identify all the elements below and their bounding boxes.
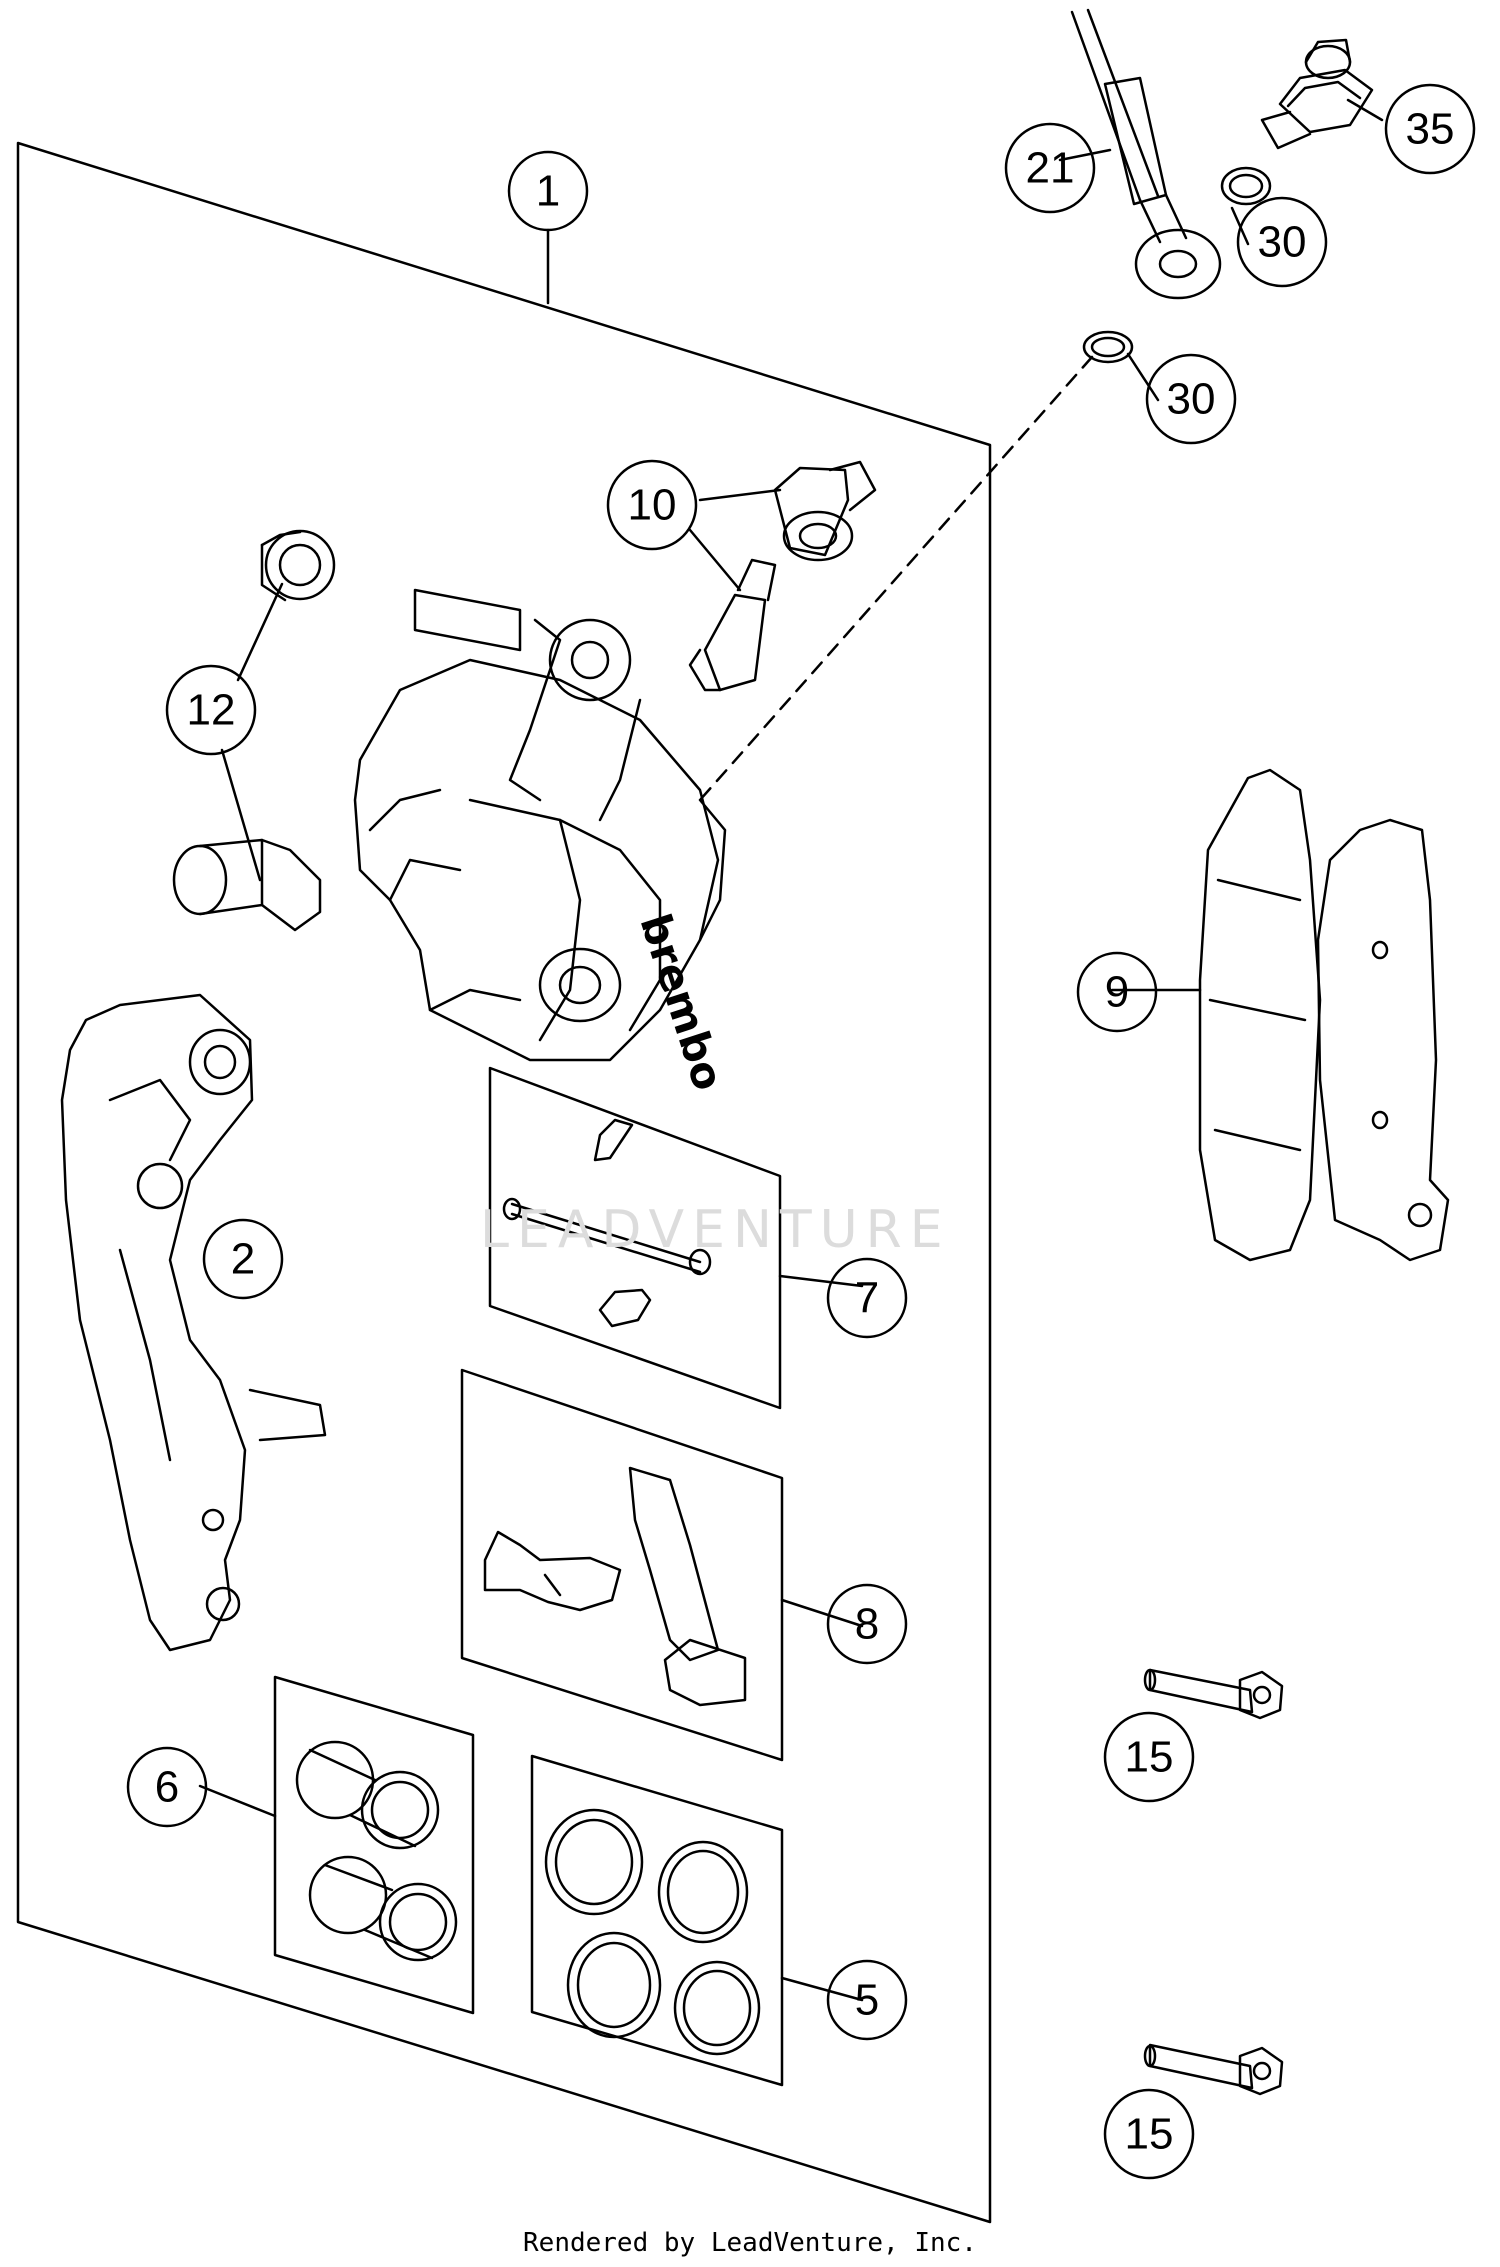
callout-circle-35 bbox=[1384, 83, 1476, 175]
callout-circle-1 bbox=[507, 150, 589, 232]
brake-line bbox=[1070, 8, 1222, 300]
callout-label-9: 9 bbox=[1105, 968, 1129, 1017]
callout-label-7: 7 bbox=[855, 1274, 879, 1323]
assembly-panel bbox=[16, 141, 992, 2224]
sealing-ring-upper-inner bbox=[1228, 173, 1264, 199]
callout-label-15b: 15 bbox=[1125, 2110, 1174, 2159]
sealing-ring-lower bbox=[1082, 330, 1134, 364]
callout-circle-8 bbox=[826, 1583, 908, 1665]
callout-circle-21 bbox=[1004, 122, 1096, 214]
seal-kit bbox=[544, 1808, 761, 2056]
callout-label-21: 21 bbox=[1026, 144, 1075, 193]
sealing-ring-upper bbox=[1220, 166, 1272, 206]
callout-label-15a: 15 bbox=[1125, 1733, 1174, 1782]
callout-label-1: 1 bbox=[536, 167, 560, 216]
caliper-support bbox=[60, 993, 327, 1652]
banjo-bolt bbox=[1260, 38, 1374, 150]
bleed-valve bbox=[688, 558, 777, 692]
callout-circle-5 bbox=[826, 1959, 908, 2041]
callout-label-6: 6 bbox=[155, 1763, 179, 1812]
callout-circle-30a bbox=[1236, 196, 1328, 288]
render-credit: Rendered by LeadVenture, Inc. bbox=[523, 2228, 977, 2258]
bleed-valve-cap bbox=[773, 460, 877, 562]
callout-circle-2 bbox=[202, 1218, 284, 1300]
watermark: LEADVENTURE bbox=[480, 1200, 951, 1260]
alignment-line bbox=[698, 355, 1094, 802]
callout-label-35: 35 bbox=[1406, 105, 1455, 154]
kit-panel-7 bbox=[488, 1066, 782, 1410]
callout-circle-7 bbox=[826, 1257, 908, 1339]
callout-label-5: 5 bbox=[855, 1976, 879, 2025]
kit-panel-5 bbox=[530, 1754, 784, 2087]
dust-cap bbox=[260, 529, 336, 602]
brake-pad-rear bbox=[1316, 818, 1450, 1262]
callout-label-10: 10 bbox=[628, 481, 677, 530]
brake-pad-front bbox=[1198, 768, 1322, 1262]
callout-circle-10 bbox=[606, 459, 698, 551]
callout-label-30a: 30 bbox=[1258, 218, 1307, 267]
pin-kit bbox=[502, 1118, 712, 1328]
hex-bolt-upper bbox=[1143, 1668, 1284, 1720]
hex-bolt-lower bbox=[1143, 2043, 1284, 2096]
kit-panel-8 bbox=[460, 1368, 784, 1762]
kit-panel-6 bbox=[273, 1675, 475, 2015]
callout-circle-9 bbox=[1076, 951, 1158, 1033]
brake-caliper bbox=[353, 588, 727, 1062]
callout-label-2: 2 bbox=[231, 1235, 255, 1284]
callout-circle-6 bbox=[126, 1746, 208, 1828]
callout-circle-30b bbox=[1145, 353, 1237, 445]
callout-circle-15a bbox=[1103, 1711, 1195, 1803]
callout-label-30b: 30 bbox=[1167, 375, 1216, 424]
callout-circle-15b bbox=[1103, 2088, 1195, 2180]
pad-spring-kit bbox=[483, 1466, 747, 1707]
callout-label-8: 8 bbox=[855, 1600, 879, 1649]
sealing-ring-lower-inner bbox=[1090, 336, 1126, 358]
piston-upper bbox=[295, 1740, 440, 1850]
callout-circle-12 bbox=[165, 664, 257, 756]
hex-plug bbox=[172, 838, 322, 932]
piston-lower bbox=[308, 1855, 458, 1962]
callout-label-12: 12 bbox=[187, 686, 236, 735]
